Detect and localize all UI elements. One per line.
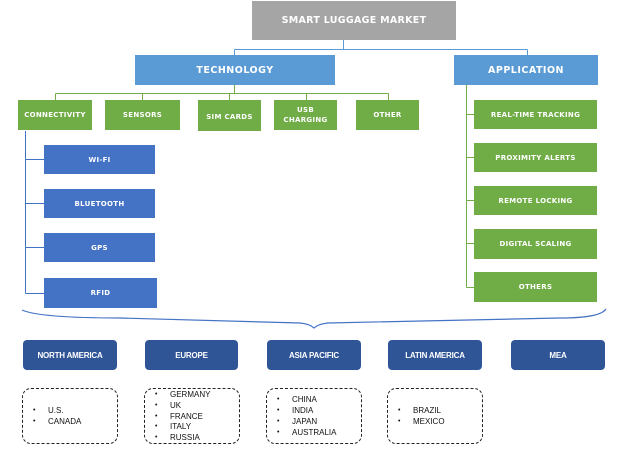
region-europe: EUROPE	[145, 340, 238, 370]
country-item: AUSTRALIA	[277, 427, 336, 438]
app-others: OTHERS	[474, 272, 597, 302]
connectivity-gps: GPS	[44, 233, 155, 262]
technology-connector	[55, 85, 389, 100]
app-digital-scaling: DIGITAL SCALING	[474, 229, 597, 259]
region-north-america: NORTH AMERICA	[23, 340, 117, 370]
region-mea: MEA	[511, 340, 605, 370]
country-item: BRAZIL	[398, 405, 445, 416]
country-item: ITALY	[155, 422, 210, 433]
country-item: CANADA	[33, 416, 81, 427]
app-remote-locking: REMOTE LOCKING	[474, 186, 597, 215]
diagram-title: SMART LUGGAGE MARKET	[252, 1, 456, 40]
tech-usb-charging: USB CHARGING	[274, 100, 337, 130]
region-latin-america: LATIN AMERICA	[388, 340, 482, 370]
app-real-time-tracking: REAL-TIME TRACKING	[474, 100, 597, 129]
country-item: CHINA	[277, 394, 336, 405]
country-item: MEXICO	[398, 416, 445, 427]
country-item: U.S.	[33, 405, 81, 416]
country-item: GERMANY	[155, 390, 210, 401]
tech-sensors: SENSORS	[105, 100, 180, 130]
country-item: FRANCE	[155, 412, 210, 423]
application-connector	[466, 85, 474, 288]
connectivity-bluetooth: BLUETOOTH	[44, 189, 155, 218]
connectivity-rfid: RFID	[44, 278, 157, 308]
app-proximity-alerts: PROXIMITY ALERTS	[474, 143, 597, 172]
europe-countries: GERMANY UK FRANCE ITALY RUSSIA	[144, 388, 240, 444]
north-america-countries: U.S. CANADA	[22, 388, 118, 444]
region-brace	[21, 308, 607, 329]
country-item: JAPAN	[277, 416, 336, 427]
region-asia-pacific: ASIA PACIFIC	[267, 340, 361, 370]
country-item: UK	[155, 401, 210, 412]
category-application: APPLICATION	[454, 55, 598, 85]
connectivity-connector	[25, 131, 44, 294]
tech-sim-cards: SIM CARDS	[198, 100, 261, 131]
title-connector	[234, 40, 528, 55]
connectivity-wifi: WI-FI	[44, 145, 155, 174]
asia-pacific-countries: CHINA INDIA JAPAN AUSTRALIA	[266, 388, 362, 444]
tech-connectivity: CONNECTIVITY	[18, 100, 92, 130]
tech-other: OTHER	[356, 100, 419, 130]
category-technology: TECHNOLOGY	[135, 55, 335, 85]
country-item: RUSSIA	[155, 433, 210, 444]
country-item: INDIA	[277, 405, 336, 416]
latin-america-countries: BRAZIL MEXICO	[387, 388, 483, 444]
